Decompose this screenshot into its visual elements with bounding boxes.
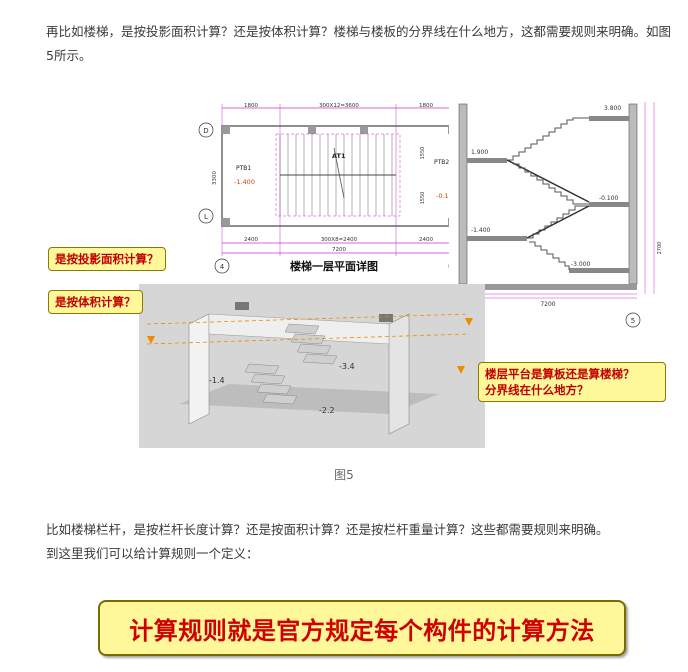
- callout-landing-boundary: 楼层平台是算板还是算楼梯？ 分界线在什么地方？: [478, 362, 666, 402]
- sec-level-5: -3.000: [571, 261, 591, 268]
- dim-total: 7200: [332, 247, 346, 253]
- sec-level-3: -0.100: [599, 195, 619, 202]
- stair-section-svg: 3.800 1.900 -0.100 -1.400 -3.000 7200 27…: [449, 98, 676, 330]
- figure-5: 1800 300X12=3600 1800 2400 300X8=2400 24…: [44, 98, 676, 458]
- callout-landing-line1: 楼层平台是算板还是算楼梯？: [485, 367, 635, 381]
- dim-right-b: 1550: [420, 192, 426, 205]
- paragraph-railing: 比如楼梯栏杆，是按栏杆长度计算？还是按面积计算？还是按栏杆重量计算？这些都需要规…: [46, 522, 609, 537]
- paragraph-definition-intro: 到这里我们可以给计算规则一个定义：: [46, 546, 259, 561]
- label-level-b: -0.100: [436, 192, 457, 200]
- sec-level-2: 1.900: [471, 149, 488, 156]
- axis-4: 4: [220, 263, 225, 271]
- dim-bot-left: 2400: [244, 237, 258, 243]
- axis-l: L: [204, 213, 208, 221]
- plan-title: 楼梯一层平面详图: [290, 260, 378, 273]
- render-label-3: -2.2: [319, 406, 335, 415]
- definition-banner: 计算规则就是官方规定每个构件的计算方法: [98, 600, 626, 656]
- dim-top-mid: 300X12=3600: [319, 103, 359, 109]
- stair-plan-drawing: 1800 300X12=3600 1800 2400 300X8=2400 24…: [184, 98, 484, 278]
- dim-side: 3300: [212, 171, 218, 185]
- render-label-1: -1.4: [209, 376, 225, 385]
- stair-3d-render: -1.4 -3.4 -2.2: [139, 284, 485, 448]
- axis-d: D: [203, 127, 208, 135]
- label-ptb1: PTB1: [236, 165, 251, 172]
- sec-width: 7200: [540, 301, 555, 308]
- callout-volume: 是按体积计算？: [48, 290, 143, 314]
- label-at1: AT1: [332, 152, 346, 160]
- stair-plan-svg: 1800 300X12=3600 1800 2400 300X8=2400 24…: [184, 98, 484, 278]
- dim-right-a: 1550: [420, 147, 426, 160]
- paragraph-stairs-intro: 再比如楼梯，是按投影面积计算？还是按体积计算？楼梯与楼板的分界线在什么地方，这都…: [46, 24, 672, 63]
- callout-landing-line2: 分界线在什么地方？: [485, 383, 589, 397]
- figure-caption: 图5: [334, 468, 354, 482]
- label-ptb2: PTB2: [434, 159, 449, 166]
- callout-projection-area: 是按投影面积计算？: [48, 247, 166, 271]
- sec-axis-5: 5: [631, 317, 635, 325]
- sec-level-1: 3.800: [604, 105, 621, 112]
- dim-bot-mid: 300X8=2400: [321, 237, 358, 243]
- dim-top-left: 1800: [244, 103, 258, 109]
- sec-level-4: -1.400: [471, 227, 491, 234]
- dim-top-right: 1800: [419, 103, 433, 109]
- stair-3d-svg: [139, 284, 485, 448]
- dim-bot-right: 2400: [419, 237, 433, 243]
- render-label-2: -3.4: [339, 362, 355, 371]
- sec-dim-a: 2700: [657, 242, 663, 255]
- label-level-a: -1.400: [234, 178, 255, 186]
- stair-section-drawing: 3.800 1.900 -0.100 -1.400 -3.000 7200 27…: [449, 98, 676, 330]
